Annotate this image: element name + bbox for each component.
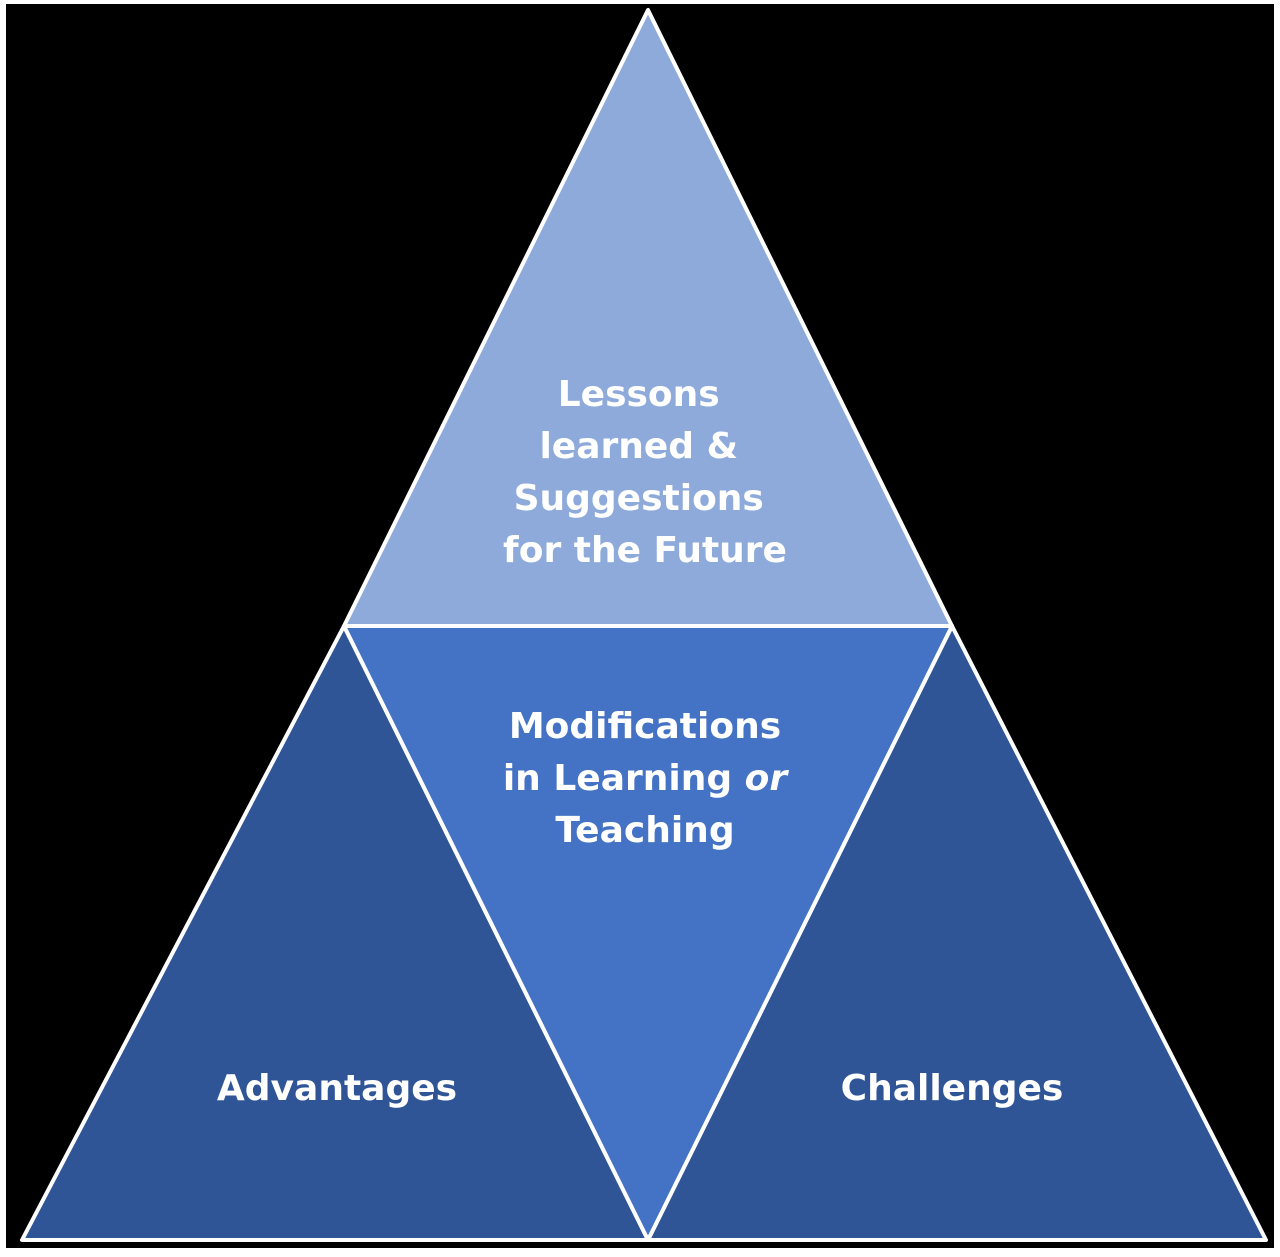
top-label-line: for the Future [503, 530, 787, 571]
center-label-line: Modifications [509, 706, 781, 747]
top-label-line: Lessons [558, 374, 720, 415]
center-label-line-2: in Learning or [503, 758, 790, 799]
right-label: Challenges [841, 1068, 1064, 1109]
center-triangle [342, 624, 954, 1242]
center-label-line: Teaching [555, 810, 734, 851]
center-label-text: in Learning [503, 758, 745, 799]
center-label-italic: or [745, 758, 790, 799]
top-label-line: learned & [539, 426, 738, 467]
center-label: Modifications [509, 706, 781, 747]
center-label-line-3-wrap: Teaching [555, 810, 734, 851]
top-label-line: Suggestions [514, 478, 764, 519]
top-label: Lessons learned & Suggestions for the Fu… [503, 374, 787, 571]
left-label: Advantages [217, 1068, 457, 1109]
